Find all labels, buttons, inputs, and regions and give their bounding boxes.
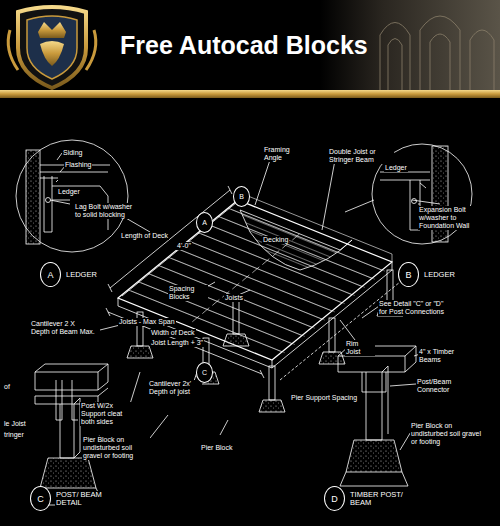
callout-letter: D <box>324 486 345 511</box>
callout-node: DTIMBER POST/ BEAM <box>324 486 413 511</box>
callout-letter: C <box>196 362 213 383</box>
callout-label: Flashing <box>64 161 92 169</box>
gold-bar <box>0 90 500 98</box>
callout-label: Pier Support Spacing <box>290 394 358 402</box>
callout-label: Pier Block on undisturbed soil gravel or… <box>82 436 150 460</box>
joist-lines <box>128 208 385 353</box>
joist-line <box>201 234 355 296</box>
blocking-line <box>252 267 259 273</box>
joist-line <box>178 249 332 311</box>
callout-node: B LEDGER <box>398 262 456 287</box>
blocking-line <box>262 259 269 265</box>
callout-letter: A <box>40 262 61 287</box>
callout-label: 4'-0" <box>176 242 192 250</box>
joist-line <box>218 216 372 278</box>
joist-line <box>168 257 322 319</box>
joist-line <box>211 226 365 288</box>
pier-posts <box>127 270 403 412</box>
callout-label: Rim Joist <box>345 340 375 356</box>
logo-shield <box>8 7 96 88</box>
pier-block <box>223 334 249 346</box>
callout-label: Lag Bolt w/washer to solid blocking <box>74 203 138 219</box>
joist-line <box>141 283 295 345</box>
detail-caption: LEDGER <box>65 271 98 279</box>
callout-letter: C <box>30 486 51 511</box>
callout-label: le Joist <box>3 420 27 428</box>
callout-label: Post/Beam Connector <box>416 378 470 394</box>
joist-line <box>138 282 292 344</box>
post <box>387 270 393 304</box>
callout-label: Ledger <box>57 188 81 196</box>
post <box>233 300 239 334</box>
callout-label: 4" x Timber Beams <box>418 348 476 364</box>
detail-caption: POST/ BEAM DETAIL <box>55 491 119 507</box>
callout-node: CPOST/ BEAM DETAIL <box>30 486 119 511</box>
joist-line <box>228 208 382 270</box>
callout-label: of <box>3 383 11 391</box>
detail-caption: TIMBER POST/ BEAM <box>349 491 413 507</box>
blocking-line <box>242 275 249 281</box>
joist-line <box>208 225 362 287</box>
callout-label: See Detail "C" or "D" for Post Connectio… <box>378 300 454 316</box>
pier-block <box>259 400 285 412</box>
callout-label: Framing Angle <box>263 146 309 162</box>
joist-line <box>148 274 302 336</box>
pier-block <box>319 352 345 364</box>
callout-letter: A <box>196 212 213 233</box>
callout-label: Cantilever 2 X Depth of Beam Max. <box>30 320 96 336</box>
callout-label: Pier Block on undisturbed soil gravel or… <box>410 422 488 446</box>
callout-label: Length of Deck <box>120 232 169 240</box>
joist-line <box>191 242 345 304</box>
joist-line <box>151 275 305 337</box>
callout-label: Expansion Bolt w/washer to Foundation Wa… <box>418 206 486 230</box>
post <box>269 366 275 400</box>
callout-label: Spacing Blocks <box>168 285 208 301</box>
callout-node: C <box>196 362 213 383</box>
joist-line <box>181 250 335 312</box>
joist-line <box>188 241 342 303</box>
callout-node: A <box>196 212 213 233</box>
callout-label: Double Joist or Stringer Beam <box>328 148 394 164</box>
header-ground <box>0 0 500 90</box>
cathedral-arches <box>380 16 494 90</box>
callout-letter: B <box>398 262 419 287</box>
callout-label: Decking <box>262 236 289 244</box>
callout-label: tringer <box>3 431 25 439</box>
callout-label: Width of Deck <box>150 329 196 337</box>
callout-node: A LEDGER <box>40 262 98 287</box>
pier-block <box>127 346 153 358</box>
callout-label: Siding <box>62 149 83 157</box>
blocking-line <box>272 250 279 256</box>
callout-node: B <box>233 186 250 207</box>
post <box>329 318 335 352</box>
joist-line <box>158 265 312 327</box>
callout-label: Joist Length + 3" <box>150 339 204 347</box>
joist-line <box>221 217 375 279</box>
callout-label: Cantilever 2x' Depth of joist <box>148 380 202 396</box>
blocking-line <box>212 299 219 305</box>
blocking-line <box>192 316 199 322</box>
drawing-lines <box>16 140 472 505</box>
callout-label: Joists <box>224 294 244 302</box>
blocking-line <box>292 234 299 240</box>
callout-label: Post W/2x Support cleat both sides <box>80 402 138 426</box>
callout-letter: B <box>233 186 250 207</box>
blocking-line <box>202 308 209 314</box>
joist-line <box>161 266 315 328</box>
callout-label: Joists - Max Span <box>118 318 176 326</box>
joist-line <box>198 233 352 295</box>
joist-line <box>231 209 385 271</box>
detail-caption: LEDGER <box>423 271 456 279</box>
blocking-line <box>232 283 239 289</box>
callout-label: Ledger <box>384 164 408 172</box>
page-title: Free Autocad Blocks <box>120 30 368 60</box>
callout-label: Pier Block <box>200 444 234 452</box>
